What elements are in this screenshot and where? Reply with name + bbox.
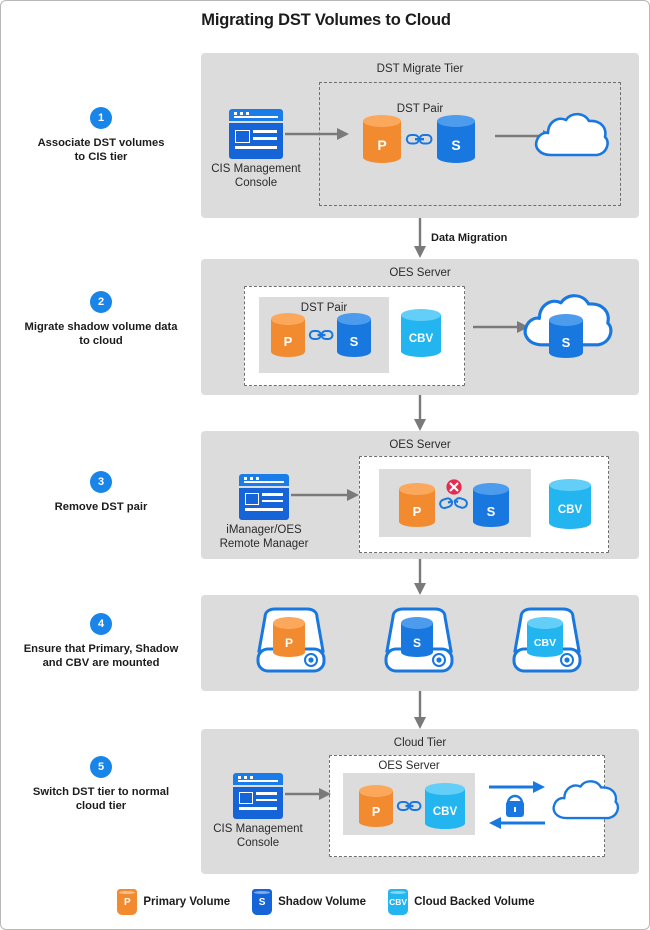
step-4-drive-primary-volume: P xyxy=(273,617,305,657)
step-3-cbv-volume-label: CBV xyxy=(557,504,583,516)
step-3-text-line1: Remove DST pair xyxy=(54,501,148,513)
step-2-shadow-volume: S xyxy=(337,313,371,357)
step-2-cloud-shadow-volume: S xyxy=(549,314,583,358)
imanager-console-icon xyxy=(239,474,289,520)
step-1-arrow-console-to-pair xyxy=(285,128,349,140)
step-1-badge: 1 xyxy=(90,107,112,129)
step-1-shadow-volume: S xyxy=(437,115,475,163)
step-1-dashed-region xyxy=(319,82,621,206)
step-1-panel-title: DST Migrate Tier xyxy=(376,63,464,75)
step-5-label-group: 5 Switch DST tier to normal cloud tier xyxy=(3,756,199,813)
step-5-panel-title: Cloud Tier xyxy=(393,737,447,749)
step-3-primary-volume-label: P xyxy=(412,503,422,519)
legend-item-shadow: S Shadow Volume xyxy=(252,889,366,915)
step-3-console-caption-line1: iManager/OES xyxy=(226,524,302,536)
step-4-panel: P S CBV xyxy=(201,595,639,691)
step-5-console-caption: CIS Management Console xyxy=(208,823,308,850)
step-5-cbv-volume: CBV xyxy=(425,783,465,829)
legend-label-shadow: Shadow Volume xyxy=(278,896,367,908)
step-3-arrow-console-to-server xyxy=(291,489,359,501)
step-5-console-caption-line1: CIS Management xyxy=(213,823,303,835)
step-2-primary-volume-label: P xyxy=(283,333,293,349)
step-1-cloud-icon xyxy=(534,112,609,157)
step-2-panel: OES Server DST Pair P S CBV xyxy=(201,259,639,395)
step-2-link-icon xyxy=(308,330,334,340)
step-1-console-caption-line1: CIS Management xyxy=(211,163,301,175)
step-2-cbv-volume: CBV xyxy=(401,309,441,357)
legend-item-cbv: CBV Cloud Backed Volume xyxy=(388,889,535,915)
step-1-text-line2: to CIS tier xyxy=(74,151,128,163)
step-2-primary-volume: P xyxy=(271,313,305,357)
data-migration-label: Data Migration xyxy=(431,232,508,244)
step-1-panel: DST Migrate Tier DST Pair CIS Management… xyxy=(201,53,639,218)
step-4-drive-shadow-volume: S xyxy=(401,617,433,657)
step-1-console-caption: CIS Management Console xyxy=(211,163,301,190)
flow-arrow-4-to-5 xyxy=(414,691,426,729)
step-2-panel-title: OES Server xyxy=(389,267,451,279)
step-2-shadow-volume-label: S xyxy=(349,333,359,349)
step-4-text-line1: Ensure that Primary, Shadow xyxy=(23,643,179,655)
step-5-panel: Cloud Tier OES Server CIS Management Con… xyxy=(201,729,639,874)
step-4-drive-shadow-label: S xyxy=(412,636,421,650)
step-3-broken-link-icon xyxy=(439,479,468,510)
step-2-text-line1: Migrate shadow volume data xyxy=(24,321,178,333)
step-2-badge: 2 xyxy=(90,291,112,313)
step-5-cbv-volume-label: CBV xyxy=(432,806,458,818)
step-3-panel: OES Server iManager/OES Remote Manager P xyxy=(201,431,639,559)
step-4-label-group: 4 Ensure that Primary, Shadow and CBV ar… xyxy=(3,613,199,670)
step-2-label-group: 2 Migrate shadow volume data to cloud xyxy=(3,291,199,348)
step-3-cbv-volume: CBV xyxy=(549,479,591,529)
step-3-shadow-volume: S xyxy=(473,483,509,527)
step-2-text-line2: to cloud xyxy=(79,335,123,347)
step-5-badge: 5 xyxy=(90,756,112,778)
step-2-cbv-volume-label: CBV xyxy=(408,333,434,345)
step-3-label-group: 3 Remove DST pair xyxy=(3,471,199,514)
page-title: Migrating DST Volumes to Cloud xyxy=(201,11,451,29)
step-2-dst-pair-title: DST Pair xyxy=(300,302,348,314)
step-3-shadow-volume-label: S xyxy=(486,503,496,519)
step-5-text-line2: cloud tier xyxy=(75,800,127,812)
step-5-primary-volume: P xyxy=(359,785,393,827)
step-5-oes-server-title: OES Server xyxy=(378,760,440,772)
step-4-drive-cbv-label: CBV xyxy=(533,637,557,649)
step-4-drive-cbv-volume: CBV xyxy=(527,617,563,657)
step-1-text-line1: Associate DST volumes xyxy=(37,137,165,149)
step-1-shadow-volume-label: S xyxy=(451,137,461,153)
step-5-arrow-console-to-server xyxy=(285,788,331,800)
legend-item-primary: P Primary Volume xyxy=(117,889,230,915)
step-4-drive-primary-label: P xyxy=(284,636,293,650)
step-3-primary-volume: P xyxy=(399,483,435,527)
flow-arrow-2-to-3 xyxy=(414,395,426,431)
step-5-cloud-icon xyxy=(552,780,620,820)
step-1-console-caption-line2: Console xyxy=(234,176,278,189)
step-2-cloud-shadow-volume-label: S xyxy=(561,334,571,350)
step-4-badge: 4 xyxy=(90,613,112,635)
step-2-arrow-to-cloud xyxy=(473,321,529,333)
cis-management-console-icon xyxy=(229,109,283,159)
step-5-console-caption-line2: Console xyxy=(236,836,280,849)
step-5-link-icon xyxy=(396,801,422,811)
step-3-console-caption-line2: Remote Manager xyxy=(219,537,309,550)
step-5-text-line1: Switch DST tier to normal xyxy=(32,786,170,798)
legend-badge-cbv: CBV xyxy=(388,889,409,915)
step-3-badge: 3 xyxy=(90,471,112,493)
step-1-link-icon xyxy=(405,134,433,145)
cis-console-icon-step5 xyxy=(233,773,283,819)
step-5-primary-volume-label: P xyxy=(371,805,381,819)
flow-arrow-3-to-4 xyxy=(414,559,426,595)
legend-label-primary: Primary Volume xyxy=(143,896,231,908)
legend-badge-shadow: S xyxy=(252,889,273,915)
step-1-primary-volume-label: P xyxy=(377,137,387,153)
step-5-sync-arrows xyxy=(489,781,545,829)
step-3-console-caption: iManager/OES Remote Manager xyxy=(214,524,314,551)
legend-label-cbv: Cloud Backed Volume xyxy=(414,896,535,908)
step-1-primary-volume: P xyxy=(363,115,401,163)
step-3-panel-title: OES Server xyxy=(389,439,451,451)
legend: P Primary Volume S Shadow Volume CBV Clo… xyxy=(1,889,649,915)
step-1-label-group: 1 Associate DST volumes to CIS tier xyxy=(3,107,199,164)
step-1-dst-pair-title: DST Pair xyxy=(396,103,444,115)
legend-badge-primary: P xyxy=(117,889,138,915)
step-4-text-line2: and CBV are mounted xyxy=(42,657,160,669)
flow-arrow-1-to-2 xyxy=(414,218,426,258)
